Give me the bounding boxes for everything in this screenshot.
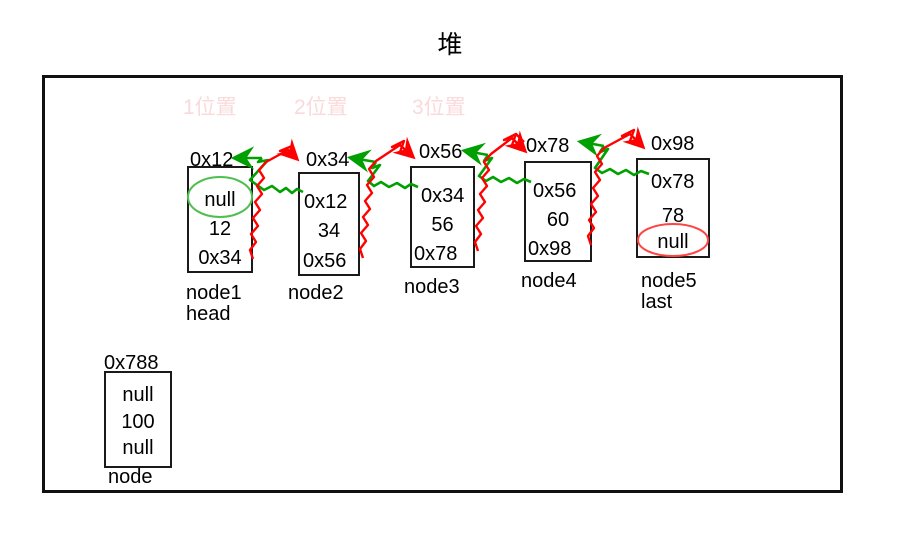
position-label-1: 1位置 xyxy=(183,96,237,119)
node2-next-field: 0x56 xyxy=(303,250,347,272)
node3-prev-field: 0x34 xyxy=(421,185,465,207)
node5-next-field: null xyxy=(657,231,689,253)
node1-address-label: 0x12 xyxy=(190,149,234,171)
node1-next-field: 0x34 xyxy=(198,247,242,269)
node3-caption: node3 xyxy=(404,276,460,298)
node3-address-label: 0x56 xyxy=(419,141,463,163)
node4-address-label: 0x78 xyxy=(526,135,570,157)
node1-prev-field: null xyxy=(204,189,236,211)
node5-box xyxy=(636,158,710,258)
detached-node-address-label: 0x788 xyxy=(104,352,159,374)
node5-value-field: 78 xyxy=(661,205,685,227)
node5-caption: node5 last xyxy=(641,270,697,313)
detached-node-caption: node xyxy=(108,466,153,488)
detached-node-value-field: 100 xyxy=(121,411,155,433)
node5-prev-field: 0x78 xyxy=(651,171,695,193)
node2-prev-field: 0x12 xyxy=(304,191,348,213)
node1-caption: node1 head xyxy=(186,282,242,325)
detached-node-box xyxy=(104,371,172,468)
detached-node-next-field: null xyxy=(122,437,154,459)
position-label-2: 2位置 xyxy=(294,96,348,119)
node3-value-field: 56 xyxy=(431,214,454,236)
node5-address-label: 0x98 xyxy=(651,133,695,155)
node2-address-label: 0x34 xyxy=(306,149,350,171)
page-title: 堆 xyxy=(437,31,463,59)
detached-node-prev-field: null xyxy=(122,384,154,406)
node1-value-field: 12 xyxy=(208,218,232,240)
node2-value-field: 34 xyxy=(317,220,341,242)
node4-caption: node4 xyxy=(521,270,577,292)
position-label-3: 3位置 xyxy=(412,96,466,119)
node3-next-field: 0x78 xyxy=(414,243,458,265)
node4-value-field: 60 xyxy=(546,209,570,231)
node4-prev-field: 0x56 xyxy=(533,180,577,202)
node4-next-field: 0x98 xyxy=(528,238,572,260)
heap-region-frame xyxy=(42,75,843,493)
node2-caption: node2 xyxy=(288,282,344,304)
